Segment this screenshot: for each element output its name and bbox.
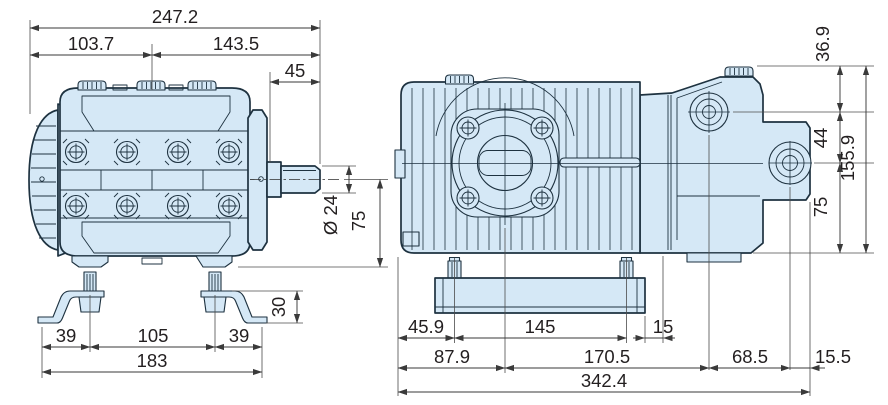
end-cap-plug (39, 176, 45, 182)
front-view-dimensions: 247.2 103.7 143.5 45 Ø 24 75 30 39 105 3… (29, 6, 388, 378)
top-nub-left (112, 84, 128, 91)
bearing-arch (435, 77, 575, 137)
dim-center-height: 75 (348, 211, 369, 232)
side-boss (394, 149, 406, 179)
dim-left-width: 103.7 (68, 33, 114, 54)
pump-crankcase-front (59, 87, 251, 257)
bearing-center-mark (258, 176, 264, 182)
dim-outlet-to-end: 15.5 (815, 346, 851, 367)
dim-front-to-shaft: 87.9 (434, 346, 470, 367)
dim-total-height: 155.9 (837, 135, 858, 181)
head-section-lines (60, 130, 250, 219)
bearing-cover (247, 109, 268, 251)
base-rail (434, 256, 646, 314)
valve-cap-top-center (136, 80, 166, 91)
pump-head-side (639, 76, 811, 263)
dim-foot-left: 39 (56, 325, 77, 346)
dim-stud-offset: 45.9 (408, 316, 444, 337)
dim-right-width: 143.5 (213, 33, 259, 54)
dim-foot-right: 39 (229, 325, 250, 346)
side-view-dimensions: 45.9 145 15 87.9 170.5 68.5 15.5 342.4 3… (397, 26, 874, 396)
dim-foot-total: 183 (137, 350, 168, 371)
valve-cap-top-left (77, 80, 107, 91)
head-foot (686, 252, 742, 263)
inlet-port (688, 91, 730, 133)
dim-shaft-length: 45 (285, 60, 306, 81)
dim-total-width: 247.2 (152, 6, 198, 27)
dim-top-to-inlet: 36.9 (812, 26, 833, 62)
extension-lines (29, 20, 388, 378)
sump-bottom-panel (81, 221, 231, 254)
oil-filler-cap (444, 74, 475, 85)
extension-lines (397, 65, 874, 396)
front-view (28, 80, 342, 324)
dim-shaft-diameter: Ø 24 (320, 195, 341, 235)
side-view (394, 66, 812, 314)
mounting-brackets (37, 271, 268, 324)
sight-slot (559, 157, 641, 168)
dim-stud-spacing: 145 (525, 316, 556, 337)
pump-feet (71, 255, 233, 268)
drain-boss (402, 231, 420, 247)
dim-port-spacing-v: 44 (810, 128, 831, 149)
dim-port-spacing-h: 68.5 (732, 346, 768, 367)
dim-total-length: 342.4 (581, 370, 627, 391)
dim-bracket-height: 30 (268, 297, 289, 318)
outlet-port (768, 141, 812, 185)
valve-cap-top-right (187, 80, 217, 91)
head-cap (724, 66, 754, 77)
top-nub-right (168, 84, 184, 91)
dim-foot-center: 105 (138, 325, 169, 346)
dim-edge-gap: 15 (653, 316, 674, 337)
dim-shaft-to-inlet: 170.5 (584, 346, 630, 367)
dim-outlet-to-base: 75 (810, 197, 831, 218)
